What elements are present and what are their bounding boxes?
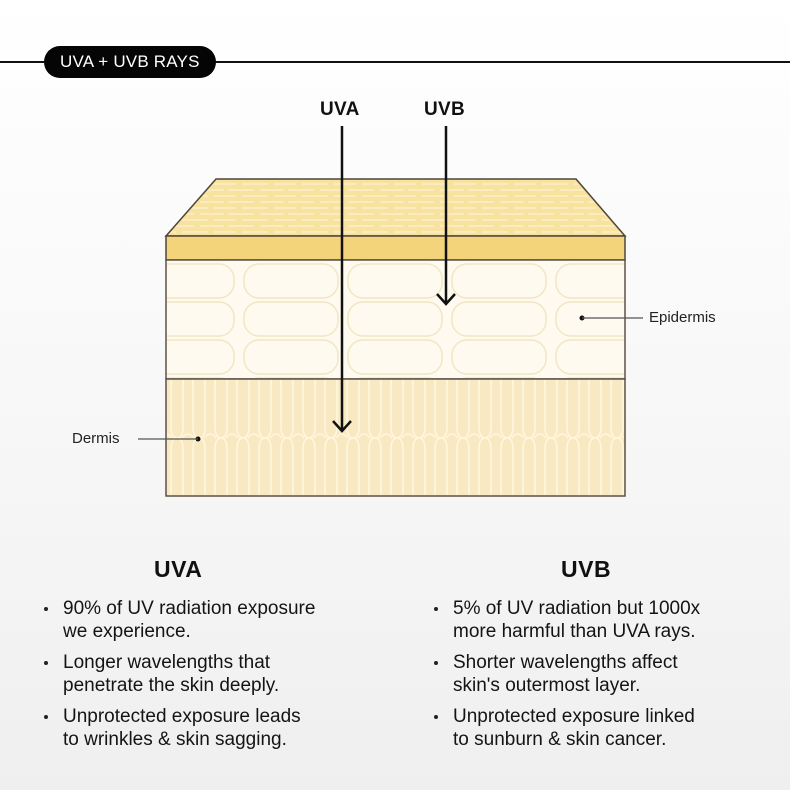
header-divider-line xyxy=(0,61,790,63)
uva-bullet-list: 90% of UV radiation exposure we experien… xyxy=(43,597,393,759)
uvb-column-title: UVB xyxy=(561,556,612,582)
uvb-ray-label: UVB xyxy=(424,99,466,120)
list-item: 5% of UV radiation but 1000x more harmfu… xyxy=(433,597,783,643)
stratum-band xyxy=(165,235,626,261)
uva-ray-label: UVA xyxy=(320,99,360,120)
dermis-label: Dermis xyxy=(72,430,120,447)
section-badge: UVA + UVB RAYS xyxy=(44,46,216,78)
dermis-callout-line xyxy=(138,436,201,442)
epidermis-label: Epidermis xyxy=(649,309,716,326)
skin-layers-diagram xyxy=(138,126,643,497)
epidermis-callout-line xyxy=(579,315,643,321)
uvb-bullet-list: 5% of UV radiation but 1000x more harmfu… xyxy=(433,597,783,759)
uva-column-title: UVA xyxy=(154,556,203,582)
list-item: Longer wavelengths that penetrate the sk… xyxy=(43,651,393,697)
list-item: Shorter wavelengths affect skin's outerm… xyxy=(433,651,783,697)
list-item: 90% of UV radiation exposure we experien… xyxy=(43,597,393,643)
list-item: Unprotected exposure linked to sunburn &… xyxy=(433,705,783,751)
uvb-arrow-icon xyxy=(436,126,456,306)
list-item: Unprotected exposure leads to wrinkles &… xyxy=(43,705,393,751)
uva-arrow-icon xyxy=(332,126,352,433)
